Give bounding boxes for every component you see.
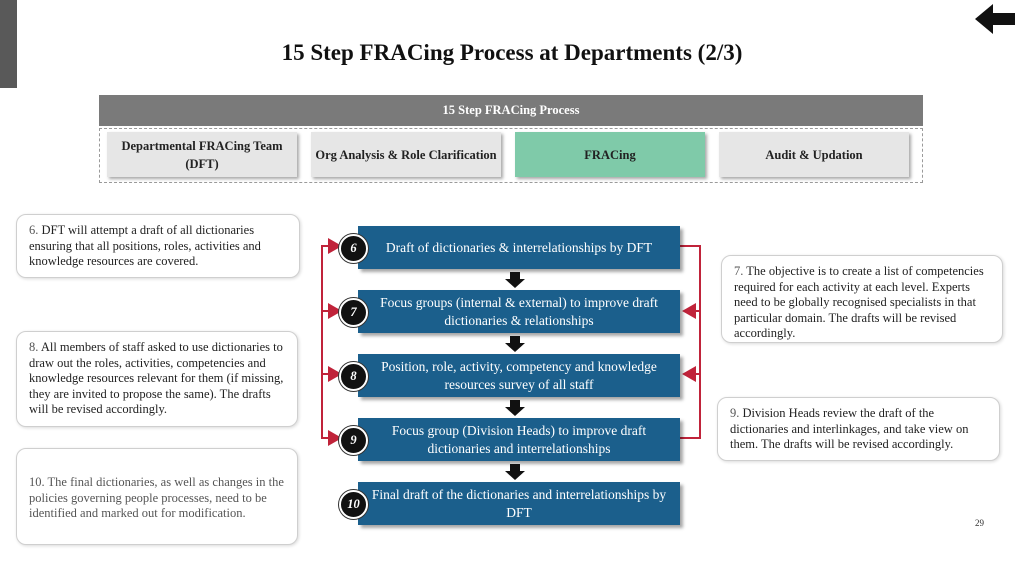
note-step-9: 9. Division Heads review the draft of th… xyxy=(717,397,1000,461)
corner-accent-bar xyxy=(0,0,17,88)
down-arrow-icon xyxy=(505,400,525,416)
down-arrow-icon xyxy=(505,336,525,352)
note-number: 7. xyxy=(734,264,744,278)
note-text: 10. The final dictionaries, as well as c… xyxy=(29,475,284,520)
step-badge-7: 7 xyxy=(339,298,368,327)
note-step-6: 6. DFT will attempt a draft of all dicti… xyxy=(16,214,300,278)
step-box-7: Focus groups (internal & external) to im… xyxy=(358,290,680,333)
tab-org-analysis[interactable]: Org Analysis & Role Clarification xyxy=(311,132,501,177)
step-box-6: Draft of dictionaries & interrelationshi… xyxy=(358,226,680,269)
page-title: 15 Step FRACing Process at Departments (… xyxy=(281,40,743,65)
note-text: The objective is to create a list of com… xyxy=(734,264,984,340)
step-box-10: Final draft of the dictionaries and inte… xyxy=(358,482,680,525)
note-step-7: 7. The objective is to create a list of … xyxy=(721,255,1003,343)
step-box-9: Focus group (Division Heads) to improve … xyxy=(358,418,680,461)
process-header: 15 Step FRACing Process xyxy=(99,95,923,126)
tab-fracing[interactable]: FRACing xyxy=(515,132,705,177)
note-step-10: 10. The final dictionaries, as well as c… xyxy=(16,448,298,545)
step-badge-9: 9 xyxy=(339,426,368,455)
note-step-8: 8. All members of staff asked to use dic… xyxy=(16,331,298,427)
down-arrow-icon xyxy=(505,464,525,480)
page-number: 29 xyxy=(975,518,984,528)
step-badge-8: 8 xyxy=(339,362,368,391)
tab-audit-updation[interactable]: Audit & Updation xyxy=(719,132,909,177)
note-number: 6. xyxy=(29,223,39,237)
note-number: 9. xyxy=(730,406,740,420)
tab-departmental-fracing-team[interactable]: Departmental FRACing Team (DFT) xyxy=(107,132,297,177)
back-arrow-icon[interactable] xyxy=(973,2,1017,36)
note-text: Division Heads review the draft of the d… xyxy=(730,406,969,451)
note-number: 8. xyxy=(29,340,39,354)
step-badge-10: 10 xyxy=(339,490,368,519)
note-text: DFT will attempt a draft of all dictiona… xyxy=(29,223,261,268)
step-badge-6: 6 xyxy=(339,234,368,263)
step-box-8: Position, role, activity, competency and… xyxy=(358,354,680,397)
tabs-frame xyxy=(99,128,923,183)
note-text: All members of staff asked to use dictio… xyxy=(29,340,284,416)
down-arrow-icon xyxy=(505,272,525,288)
